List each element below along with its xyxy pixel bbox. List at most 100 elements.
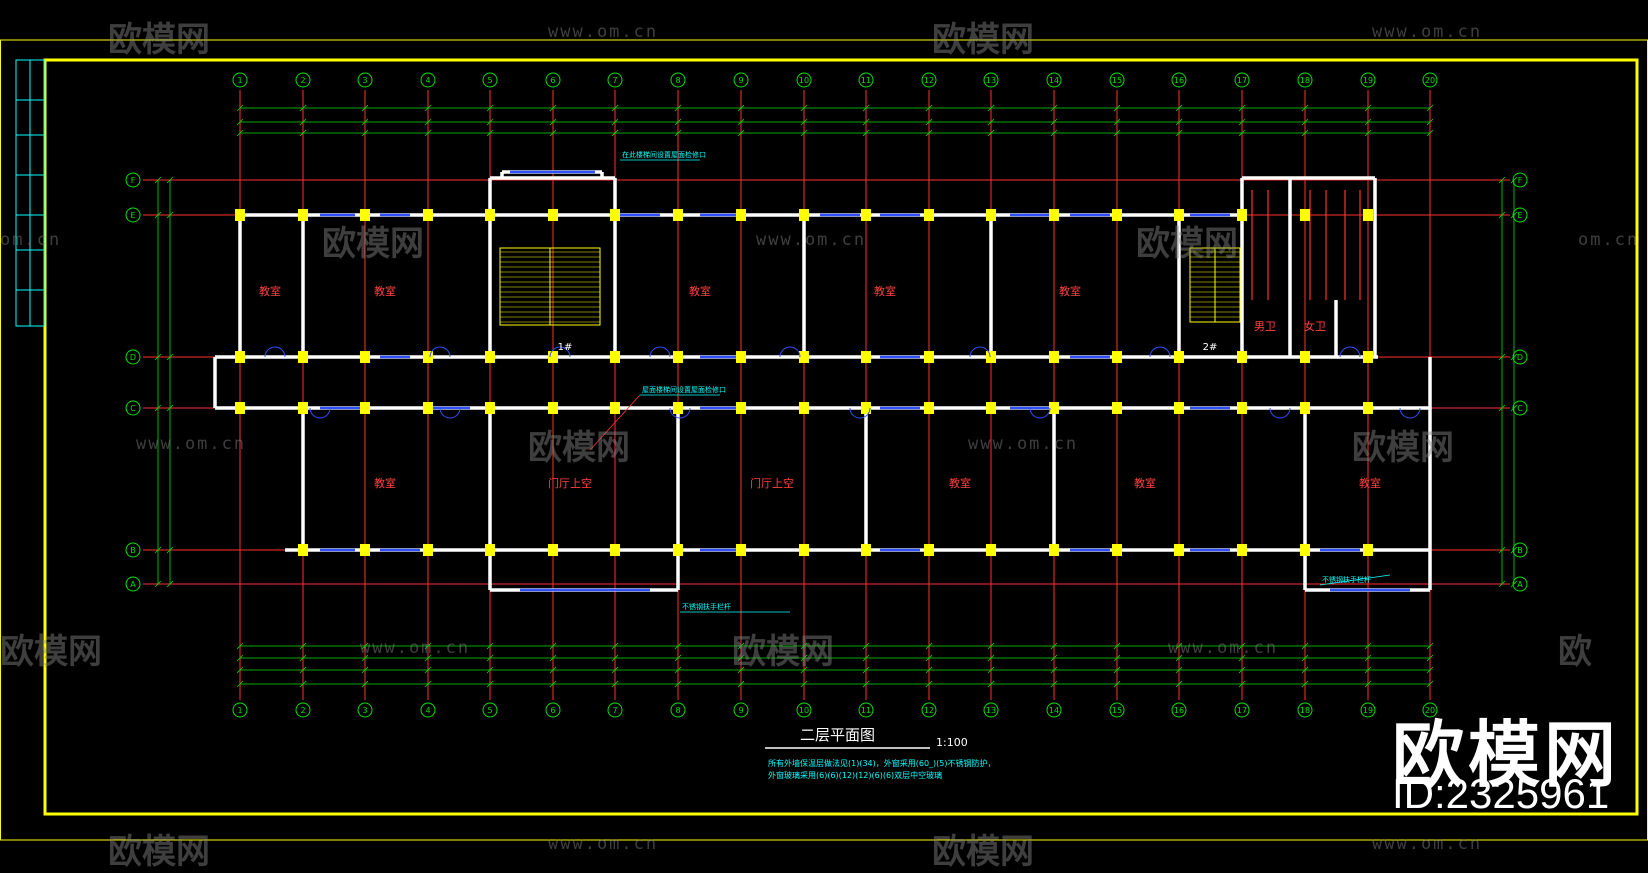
- dimension-tick: [800, 642, 808, 650]
- room-label: 门厅上空: [750, 476, 794, 490]
- watermark-logo: 欧: [1558, 632, 1592, 672]
- dimension-tick: [862, 654, 870, 662]
- watermark-url: www.om.cn: [756, 230, 867, 250]
- axis-label: A: [1517, 580, 1523, 589]
- door-swing: [779, 346, 801, 358]
- axis-label: 18: [1300, 76, 1310, 85]
- column: [799, 402, 809, 414]
- watermark-logo: 欧模网: [932, 20, 1034, 60]
- axis-label: 15: [1112, 706, 1122, 715]
- dimension-tick: [1113, 129, 1121, 137]
- dimension-tick: [611, 666, 619, 674]
- axis-bubble: [921, 72, 937, 88]
- column: [1363, 544, 1373, 556]
- dimension-tick: [674, 680, 682, 688]
- dimension-tick: [361, 104, 369, 112]
- dimension-tick: [1113, 666, 1121, 674]
- dimension-tick: [800, 654, 808, 662]
- drawing-note-2: 外窗玻璃采用(6)(6)(12)(12)(6)(6)双层中空玻璃: [768, 770, 942, 780]
- axis-bubble: [125, 576, 141, 592]
- column: [298, 402, 308, 414]
- column: [736, 209, 746, 221]
- column: [235, 402, 245, 414]
- room-label: 教室: [374, 476, 396, 490]
- dimension-tick: [1238, 104, 1246, 112]
- dimension-tick: [925, 129, 933, 137]
- column: [924, 351, 934, 363]
- dimension-tick: [1510, 546, 1518, 554]
- column: [1112, 544, 1122, 556]
- dimension-tick: [1426, 666, 1434, 674]
- dimension-tick: [1301, 642, 1309, 650]
- axis-label: 20: [1425, 76, 1435, 85]
- dimension-tick: [299, 680, 307, 688]
- dimension-tick: [611, 118, 619, 126]
- dimension-tick: [299, 654, 307, 662]
- dimension-tick: [862, 642, 870, 650]
- dimension-tick: [299, 129, 307, 137]
- dimension-tick: [987, 129, 995, 137]
- axis-label: 13: [986, 706, 996, 715]
- door-swing: [549, 346, 571, 358]
- dimension-tick: [1510, 353, 1518, 361]
- callout-text: 不锈钢扶手栏杆: [682, 602, 731, 611]
- axis-bubble: [232, 72, 248, 88]
- dimension-tick: [549, 680, 557, 688]
- axis-bubble: [1512, 400, 1528, 416]
- axis-bubble: [1234, 702, 1250, 718]
- stair-label: 1#: [558, 342, 573, 353]
- watermark-logo: 欧模网: [932, 832, 1034, 872]
- watermark-logo: 欧模网: [0, 632, 102, 672]
- dimension-tick: [166, 546, 174, 554]
- door-swing: [1269, 407, 1291, 419]
- left-title-block: [15, 59, 45, 327]
- dimension-tick: [424, 680, 432, 688]
- dimension-tick: [1175, 118, 1183, 126]
- axis-label: 3: [362, 76, 367, 85]
- column: [485, 209, 495, 221]
- dimension-tick: [1113, 680, 1121, 688]
- dimension-tick: [800, 666, 808, 674]
- column: [986, 351, 996, 363]
- dimension-tick: [1050, 118, 1058, 126]
- dimension-tick: [1175, 104, 1183, 112]
- axis-bubble: [1171, 72, 1187, 88]
- dimension-tick: [1050, 129, 1058, 137]
- dimension-tick: [1301, 654, 1309, 662]
- dimension-tick: [1113, 654, 1121, 662]
- column: [360, 209, 370, 221]
- stair-label: 2#: [1203, 342, 1218, 353]
- column: [1112, 402, 1122, 414]
- dimension-tick: [674, 129, 682, 137]
- column: [1049, 402, 1059, 414]
- watermark-logo: 欧模网: [528, 428, 630, 468]
- dimension-tick: [1510, 211, 1518, 219]
- column: [423, 402, 433, 414]
- axis-bubble: [1297, 72, 1313, 88]
- column: [1237, 351, 1247, 363]
- dimension-tick: [166, 580, 174, 588]
- watermark-url: www.om.cn: [360, 638, 471, 658]
- dimension-tick: [611, 654, 619, 662]
- column: [548, 402, 558, 414]
- column: [861, 544, 871, 556]
- axis-label: 10: [799, 706, 809, 715]
- axis-label: 19: [1363, 76, 1373, 85]
- column: [799, 351, 809, 363]
- dimension-tick: [1364, 654, 1372, 662]
- axis-bubble: [796, 72, 812, 88]
- column: [1174, 402, 1184, 414]
- axis-label: 12: [924, 76, 934, 85]
- dimension-tick: [361, 642, 369, 650]
- dimension-tick: [674, 118, 682, 126]
- axis-label: 4: [425, 76, 430, 85]
- column: [1112, 351, 1122, 363]
- axis-label: 2: [300, 76, 305, 85]
- axis-bubble: [1109, 702, 1125, 718]
- axis-bubble: [125, 349, 141, 365]
- column: [673, 209, 683, 221]
- axis-bubble: [357, 72, 373, 88]
- axis-bubble: [1512, 542, 1528, 558]
- dimension-tick: [925, 654, 933, 662]
- axis-label: 17: [1237, 76, 1247, 85]
